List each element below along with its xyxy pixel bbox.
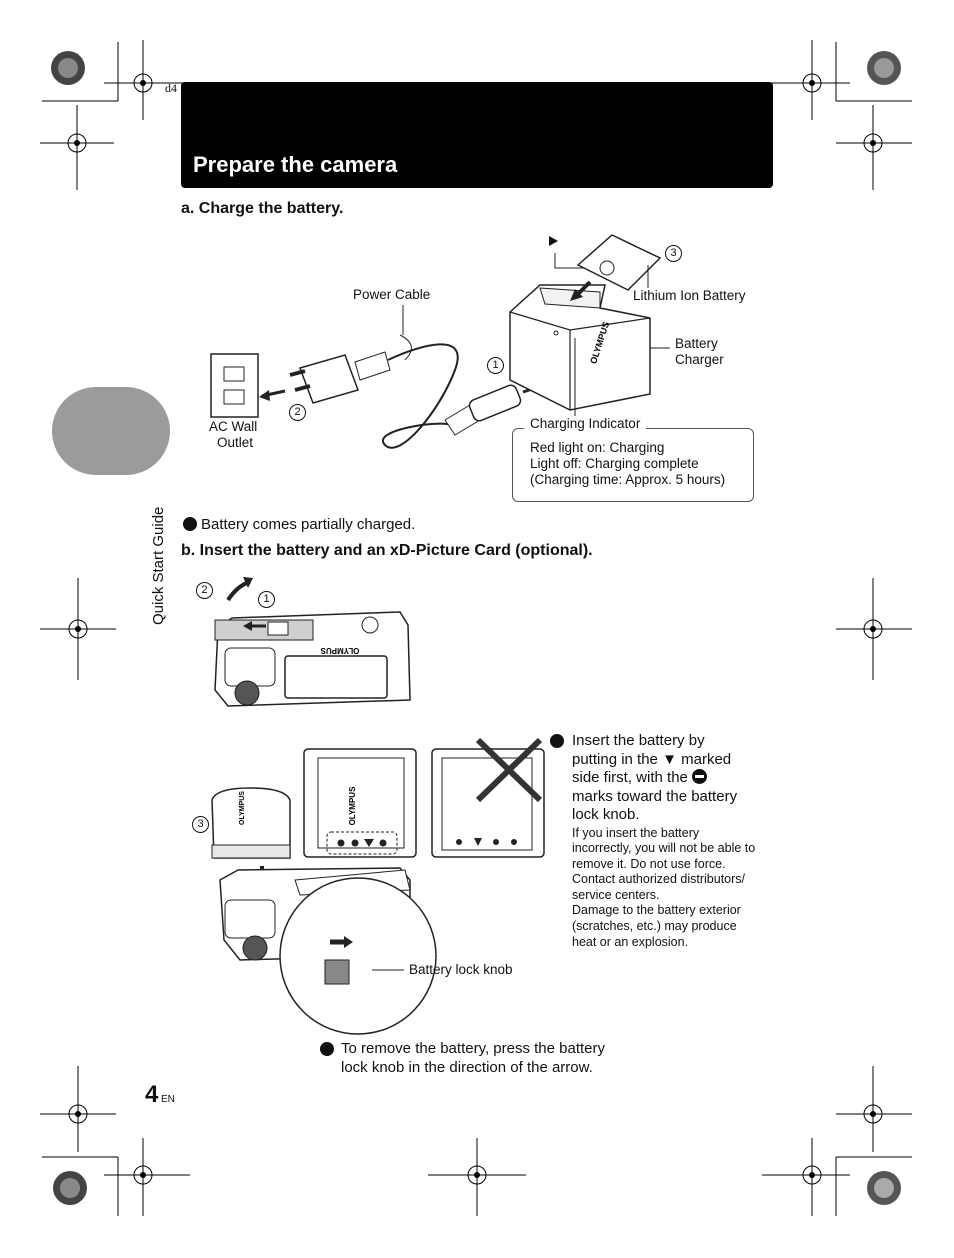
insert-note: Insert the battery by putting in the ▼ m… xyxy=(550,732,780,950)
corner-code: d4 xyxy=(165,81,177,95)
insert-step-3-circle: 3 xyxy=(192,816,209,833)
remove-note-line2: lock knob in the direction of the arrow. xyxy=(341,1058,593,1076)
step-2-circle: 2 xyxy=(289,404,306,421)
minus-circle-icon xyxy=(692,769,708,784)
insert-note-line2: putting in the ▼ marked xyxy=(572,751,780,770)
insert-note-line3: side first, with the xyxy=(572,769,780,788)
page-title: Prepare the camera xyxy=(193,152,398,177)
panel-brand: OLYMPUS xyxy=(348,786,357,825)
page-number: 4 xyxy=(145,1081,159,1108)
insert-note-line2a: putting in the xyxy=(572,750,658,768)
indicator-info-line1: Red light on: Charging xyxy=(530,440,665,455)
label-power-cable: Power Cable xyxy=(353,287,431,302)
label-battery-charger-line1: Battery xyxy=(675,336,718,351)
label-charging-indicator: Charging Indicator xyxy=(524,416,647,432)
detail-line: If you insert the battery xyxy=(572,825,700,840)
remove-note: To remove the battery, press the battery… xyxy=(320,1040,650,1077)
section-a-heading: a. Charge the battery. xyxy=(181,200,344,217)
insert-note-detail: If you insert the battery incorrectly, y… xyxy=(572,826,780,951)
detail-line: incorrectly, you will not be able to xyxy=(572,841,756,856)
insert-step-1-circle: 1 xyxy=(258,591,275,608)
label-lithium-ion-battery: Lithium Ion Battery xyxy=(633,288,746,303)
section-b-heading: b. Insert the battery and an xD-Picture … xyxy=(181,542,593,559)
detail-line: heat or an explosion. xyxy=(572,934,689,949)
indicator-info-line3: (Charging time: Approx. 5 hours) xyxy=(530,472,726,487)
note-partial: Battery comes partially charged. xyxy=(183,516,415,533)
battery-brand: OLYMPUS xyxy=(239,791,246,825)
insert-note-line2b: marked xyxy=(681,750,732,768)
label-battery-lock-knob: Battery lock knob xyxy=(409,962,513,977)
note-partial-text: Battery comes partially charged. xyxy=(201,516,416,533)
bullet-icon xyxy=(183,517,197,531)
down-triangle-icon: ▼ xyxy=(662,750,677,768)
camera-brand-top: OLYMPUS xyxy=(320,646,359,655)
indicator-info-line2: Light off: Charging complete xyxy=(530,456,699,471)
label-ac-wall-line1: AC Wall xyxy=(209,419,258,434)
bullet-icon xyxy=(320,1042,334,1056)
label-battery-charger-line2: Charger xyxy=(675,352,724,367)
insert-note-line3a: side first, with the xyxy=(572,769,688,786)
insert-step-2-circle: 2 xyxy=(196,582,213,599)
step-1-circle: 1 xyxy=(487,357,504,374)
language-code: EN xyxy=(161,1094,175,1105)
bullet-icon xyxy=(550,734,564,748)
remove-note-line1: To remove the battery, press the battery xyxy=(341,1040,606,1057)
insert-note-line4: marks toward the battery xyxy=(572,787,738,805)
detail-line: remove it. Do not use force. xyxy=(572,856,726,871)
step-3-circle: 3 xyxy=(665,245,682,262)
detail-line: Contact authorized distributors/ xyxy=(572,872,746,887)
detail-line: service centers. xyxy=(572,887,660,902)
label-ac-wall-line2: Outlet xyxy=(217,435,254,450)
insert-note-line5: lock knob. xyxy=(572,806,640,823)
side-tab xyxy=(52,387,170,475)
detail-line: Damage to the battery exterior xyxy=(572,903,741,918)
detail-line: (scratches, etc.) may produce xyxy=(572,919,737,934)
insert-note-line1: Insert the battery by xyxy=(572,732,705,749)
header-bar xyxy=(181,82,773,188)
